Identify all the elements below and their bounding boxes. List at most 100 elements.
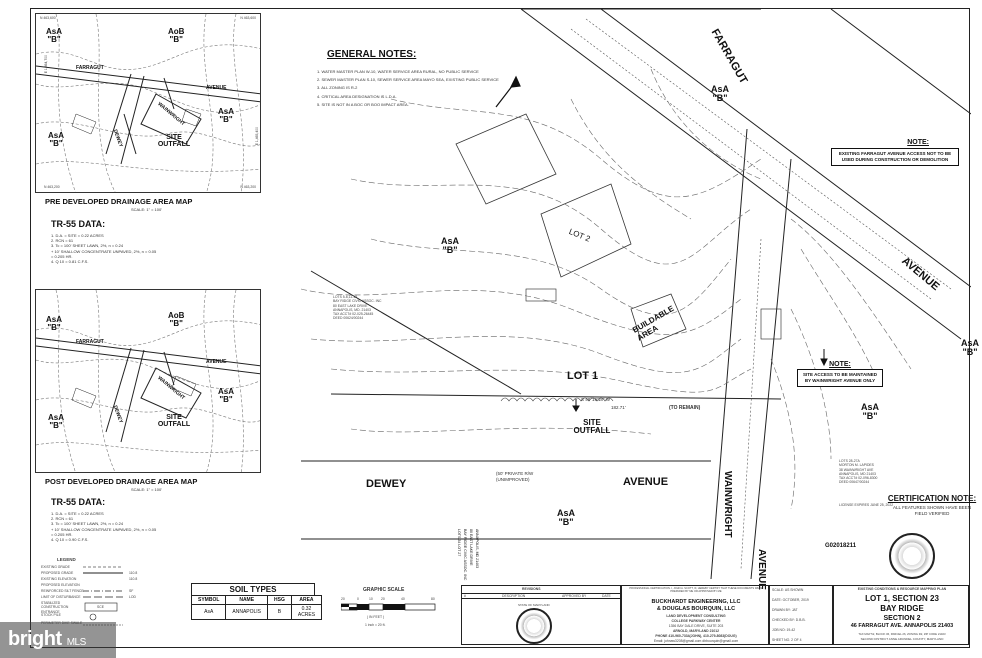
pre-tr55-line: 4. Q 10 = 0.81 C.F.S. — [51, 258, 89, 264]
site-outfall-label: SITE OUTFALL — [573, 418, 611, 436]
legend-sample: 110.8 — [129, 571, 138, 575]
post-road-farragut: FARRAGUT — [76, 339, 104, 345]
legend-item: PROPOSED ELEVATION — [41, 583, 80, 587]
engineer-address: 1356 BAY DALE DRIVE, SUITE 203 — [668, 624, 724, 628]
lot-1-label: LOT 1 — [567, 370, 599, 382]
certification-title: CERTIFICATION NOTE: — [887, 494, 977, 503]
title-line-4: 46 FARRAGUT AVE. ANNAPOLIS 21403 — [850, 623, 954, 629]
soil-types-title: SOIL TYPES — [191, 583, 315, 595]
post-tr55-line: 1. D.A. = SITE = 0.22 ACRES — [51, 511, 104, 516]
legend-title: LEGEND — [57, 557, 76, 562]
revisions-block: REVISIONS # DESCRIPTION APPROVED BY DATE… — [461, 585, 621, 645]
main-site-plan: FARRAGUT AVENUE DEWEY AVENUE WAINWRIGHT … — [271, 9, 979, 590]
pre-soil-label-4: AsA"B" — [48, 131, 65, 149]
revisions-header: DATE — [602, 594, 611, 598]
legend-item: STOCK PILE — [41, 613, 61, 617]
graphic-scale-unit: ( IN FEET ) — [367, 615, 385, 619]
lot-street-info: BAY RIDGE CIVIC ASSOC. INC — [463, 529, 467, 581]
pre-coord-e2: E 1,465,400 — [254, 126, 259, 146]
engineer-seal-top — [889, 533, 935, 579]
title-line-2: BAY RIDGE — [880, 604, 924, 613]
soil-cell: AsA — [190, 604, 227, 620]
main-soil-label-1: AsA"B" — [711, 84, 730, 104]
post-map-drawing — [36, 290, 260, 472]
title-line-1: LOT 1, SECTION 23 — [865, 594, 939, 603]
pre-tr55-line: 1. D.A. = SITE = 0.22 ACRES — [51, 233, 104, 238]
pre-road-farragut: FARRAGUT — [76, 65, 104, 71]
post-tr55-line: = 0.205 HR. — [51, 531, 73, 537]
graphic-scale: GRAPHIC SCALE 20 0 10 20 40 80 ( IN FEET… — [341, 587, 441, 637]
grid-id-label: G02018211 — [825, 543, 857, 549]
post-site-outfall: SITE OUTFALL — [157, 414, 191, 429]
lot-street-info: ANNAPOLIS, MD 21403 — [475, 529, 479, 569]
graphic-scale-title: GRAPHIC SCALE — [363, 587, 405, 593]
general-notes-list: 1. WATER MASTER PLAN W-10, WATER SERVICE… — [317, 69, 499, 107]
post-soil-label-2: AoB"B" — [168, 311, 185, 329]
pre-tr55-lines: 1. D.A. = SITE = 0.22 ACRES 2. RCN = 61 … — [51, 233, 156, 264]
post-tr55-line: + 10' SHALLOW CONCENTRATE UNPAVED, 2%, n… — [51, 526, 157, 532]
scale-tick: 20 — [381, 597, 385, 601]
pre-map-drawing — [36, 14, 260, 192]
note-top-title: NOTE: — [907, 139, 929, 146]
post-soil-label-3: AsA"B" — [218, 387, 235, 405]
bearing-distance-label: 182.71' — [611, 405, 626, 410]
revisions-header: DESCRIPTION — [502, 594, 526, 598]
legend-sample: LOD — [129, 595, 136, 599]
legend-item: PROPOSED GRADE — [41, 571, 74, 575]
general-note-item: 1. WATER MASTER PLAN W-10, WATER SERVICE… — [317, 69, 479, 74]
post-map-scale: SCALE: 1" = 100' — [131, 487, 162, 492]
engineer-block: PROFESSIONAL CERTIFICATION. I, JOHN A. S… — [621, 585, 769, 645]
revisions-header: # — [464, 594, 466, 598]
pre-tr55-line: 2. RCN = 61 — [51, 238, 74, 244]
engineer-city: ARNOLD, MARYLAND 21012 — [672, 629, 720, 633]
post-tr55-line: 3. Tc = 100' SHEET LAWN, 2%, n = 0.24 — [51, 521, 124, 527]
note-farragut-access-box: NOTE: EXISTING FARRAGUT AVENUE ACCESS NO… — [831, 139, 959, 166]
drawing-sheet: N 463,600 N 463,600 E 1,464,700 E 1,465,… — [30, 8, 979, 648]
revisions-header: APPROVED BY — [562, 594, 587, 598]
private-row-label: (50' PRIVATE R/W (UNIMPROVED) — [496, 471, 534, 482]
soil-types-grid: SYMBOL NAME HSG AREA AsA ANNAPOLIS B 0.3… — [190, 595, 323, 620]
lot-street-info: 80 EAST LAKE DRIVE — [469, 529, 473, 566]
engineer-center: COLLEGE PARKWAY CENTER — [671, 619, 721, 623]
pre-coord-n2: N 463,600 — [240, 16, 256, 20]
scale-tick: 40 — [401, 597, 405, 601]
soil-cell: ANNAPOLIS — [225, 604, 269, 620]
engineer-email: Email: johnaw3208@gmail.com dbbourquin@g… — [653, 639, 739, 643]
road-dewey-avenue-label: AVENUE — [623, 476, 669, 488]
pre-soil-label-2: AoB"B" — [168, 27, 185, 45]
scale-tick: 0 — [357, 597, 359, 601]
plan-title-block: EXISTING CONDITIONS & RESOURCE MAPPING P… — [833, 585, 969, 645]
to-remain-label: (TO REMAIN) — [669, 405, 701, 411]
pre-soil-label-1: AsA"B" — [46, 27, 63, 45]
note-mid-title: NOTE: — [829, 361, 851, 368]
general-notes-title: GENERAL NOTES: — [327, 49, 417, 60]
pre-developed-map: N 463,600 N 463,600 E 1,464,700 E 1,465,… — [35, 13, 261, 193]
note-site-access-box: NOTE: SITE ACCESS TO BE MAINTAINED BY WA… — [797, 361, 883, 387]
general-note-item: 4. CRITICAL AREA DESIGNATION IS L.D.A. — [317, 93, 397, 99]
post-soil-label-1: AsA"B" — [46, 315, 63, 333]
legend-item: LIMIT OF DISTURBANCE — [41, 595, 81, 599]
adjacent-lot-info-2: LOTS 28-27A MORTON M. LAPIDES 38 WAINWRI… — [839, 459, 878, 485]
revisions-title: REVISIONS — [522, 587, 541, 591]
pre-site-outfall: SITE OUTFALL — [157, 134, 191, 149]
engineer-service: LAND DEVELOPMENT CONSULTING — [666, 614, 726, 618]
pre-tr55-line: + 10' SHALLOW CONCENTRATE UNPAVED, 2%, n… — [51, 248, 157, 254]
certification-body: ALL FEATURES SHOWN HAVE BEEN FIELD VERIF… — [893, 505, 971, 517]
engineer-phone: PHONE 410-960-7334(JOHN), 410-279-8083(D… — [655, 634, 737, 638]
general-note-item: 3. ALL ZONING IS R-2 — [317, 85, 358, 91]
lot-street-info: LOTS 34 LOT 27 — [457, 529, 461, 557]
post-tr55-title: TR-55 DATA: — [51, 497, 106, 507]
brightmls-watermark: bright MLS — [0, 622, 116, 658]
legend-sample: SF — [129, 589, 134, 593]
post-map-title-text: POST DEVELOPED DRAINAGE AREA MAP — [45, 477, 198, 486]
post-soil-label-4: AsA"B" — [48, 413, 65, 431]
certification-note: CERTIFICATION NOTE: ALL FEATURES SHOWN H… — [877, 494, 982, 517]
soil-cell: 0.32 ACRES — [290, 604, 323, 620]
pre-coord-s1: N 463,200 — [44, 184, 60, 189]
main-soil-label-3: AsA"B" — [961, 338, 980, 358]
pre-coord-s2: N 463,200 — [240, 184, 256, 189]
soil-header: AREA — [290, 595, 323, 605]
legend-item: STABILIZED CONSTRUCTION ENTRANCE — [41, 601, 69, 614]
project-drawn-by: DRAWN BY: JAT — [772, 608, 798, 612]
legend-item: REINFORCED SILT FENCE — [41, 589, 84, 593]
